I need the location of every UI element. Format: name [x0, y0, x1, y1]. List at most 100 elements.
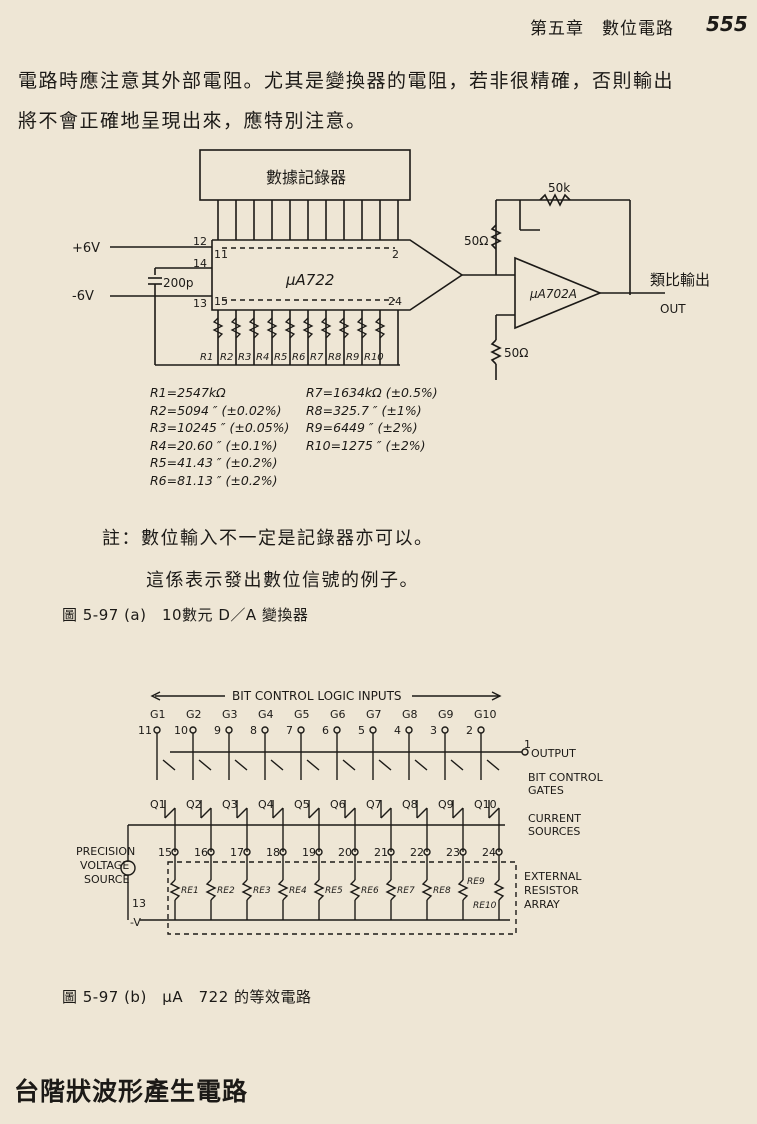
pin-14: 14: [193, 257, 207, 270]
precision-label: PRECISION: [76, 845, 135, 858]
precision-label: VOLTAGE: [80, 859, 129, 872]
gate-pin: 3: [430, 724, 437, 737]
transistor-label: Q9: [438, 798, 454, 811]
transistor-label: Q8: [402, 798, 418, 811]
body-text-line-1: 電路時應注意其外部電阻。尤其是變換器的電阻，若非很精確，否則輸出: [18, 70, 675, 92]
gate-label: G4: [258, 708, 274, 721]
source-pin: 18: [266, 846, 280, 859]
chip-label: μA722: [285, 271, 334, 289]
gate-pin: 4: [394, 724, 401, 737]
source-pin: 17: [230, 846, 244, 859]
external-label: EXTERNAL: [524, 870, 582, 883]
source-pin: 16: [194, 846, 208, 859]
gate-pin: 5: [358, 724, 365, 737]
chapter-header: 第五章 數位電路: [530, 19, 674, 39]
figure-b-caption: 圖 5-97 (b) μA 722 的等效電路: [62, 988, 312, 1006]
pin-12: 12: [193, 235, 207, 248]
r9-label: R9: [346, 352, 359, 363]
output-label: OUTPUT: [531, 747, 576, 760]
pin-24: 24: [388, 295, 402, 308]
re-label: RE5: [325, 886, 343, 896]
note-line-1: 註：數位輸入不一定是記錄器亦可以。: [102, 528, 434, 549]
resistor-value: R9=6449 ″ (±2%): [306, 420, 418, 435]
resistor-values-left: R1=2547kΩ R2=5094 ″ (±0.02%) R3=10245 ″ …: [150, 384, 289, 489]
transistor-label: Q1: [150, 798, 166, 811]
source-pin: 15: [158, 846, 172, 859]
transistor-label: Q10: [474, 798, 497, 811]
bit-control-label: BIT CONTROL LOGIC INPUTS: [232, 689, 402, 703]
re-label: RE9: [467, 877, 485, 887]
section-heading: 台階狀波形產生電路: [14, 1077, 249, 1106]
figure-a-caption: 圖 5-97 (a) 10數元 D／A 變換器: [62, 606, 309, 624]
supply-negative: -6V: [72, 289, 94, 304]
transistor-label: Q2: [186, 798, 202, 811]
pin-13: 13: [193, 297, 207, 310]
opamp-label: μA702A: [529, 287, 577, 301]
body-text-line-2: 將不會正確地呈現出來，應特別注意。: [18, 110, 367, 132]
re-label: RE3: [253, 886, 271, 896]
re-label: RE4: [289, 886, 307, 896]
gate-pin: 7: [286, 724, 293, 737]
r1-label: R1: [200, 352, 213, 363]
source-pin: 22: [410, 846, 424, 859]
current-label: CURRENT: [528, 812, 581, 825]
gate-pin: 6: [322, 724, 329, 737]
transistor-label: Q3: [222, 798, 238, 811]
gate-label: G8: [402, 708, 418, 721]
out-label: OUT: [660, 302, 686, 316]
re-label: RE1: [181, 886, 199, 896]
gate-label: G5: [294, 708, 310, 721]
source-pin: 19: [302, 846, 316, 859]
r10-label: R10: [364, 352, 384, 363]
gate-pin: 10: [174, 724, 188, 737]
ground-resistor-label: 50Ω: [504, 346, 528, 360]
input-resistor-label: 50Ω: [464, 234, 488, 248]
source-pin: 23: [446, 846, 460, 859]
resistor-value: R7=1634kΩ (±0.5%): [306, 385, 438, 400]
precision-label: SOURCE: [84, 873, 129, 886]
r8-label: R8: [328, 352, 341, 363]
capacitor-label: 200p: [163, 276, 194, 290]
gate-label: G2: [186, 708, 202, 721]
gate-pin: 11: [138, 724, 152, 737]
re-label: RE6: [361, 886, 379, 896]
gate-label: G6: [330, 708, 346, 721]
gate-pin: 2: [466, 724, 473, 737]
gate-label: G9: [438, 708, 454, 721]
gate-label: G7: [366, 708, 382, 721]
resistor-value: R10=1275 ″ (±2%): [306, 437, 426, 453]
source-pin: 21: [374, 846, 388, 859]
external-label: RESISTOR: [524, 884, 579, 897]
pin-2: 2: [392, 248, 399, 261]
resistor-value: R6=81.13 ″ (±0.2%): [150, 472, 278, 488]
gate-label: G10: [474, 708, 497, 721]
source-pin: 20: [338, 846, 352, 859]
neg-label: -V: [130, 916, 141, 929]
supply-positive: +6V: [72, 241, 100, 256]
figure-a-schematic: 數據記錄器 μA722 +6V -6V 200p 12 11 2 14 13 1…: [72, 149, 710, 380]
gates-label: BIT CONTROL: [528, 771, 604, 784]
transistor-label: Q4: [258, 798, 274, 811]
resistor-value: R2=5094 ″ (±0.02%): [150, 402, 282, 418]
re-label: RE8: [433, 886, 451, 896]
current-label: SOURCES: [528, 825, 580, 838]
pin-15: 15: [214, 295, 228, 308]
r7-label: R7: [310, 352, 324, 363]
r4-label: R4: [256, 352, 269, 363]
r6-label: R6: [292, 352, 305, 363]
re-label: RE2: [217, 886, 235, 896]
gate-pin: 8: [250, 724, 257, 737]
resistor-value: R4=20.60 ″ (±0.1%): [150, 437, 278, 453]
output-pin: 1: [524, 738, 531, 751]
pin-11: 11: [214, 248, 228, 261]
gate-label: G3: [222, 708, 238, 721]
resistor-value: R3=10245 ″ (±0.05%): [150, 420, 290, 435]
note-line-2: 這係表示發出數位信號的例子。: [146, 570, 419, 591]
transistor-label: Q5: [294, 798, 310, 811]
r2-label: R2: [220, 352, 233, 363]
external-label: ARRAY: [524, 898, 560, 911]
figure-b-schematic: BIT CONTROL LOGIC INPUTS G1 G2 G3 G4 G5 …: [76, 689, 604, 935]
analog-output-label: 類比輸出: [650, 271, 710, 289]
resistor-values-right: R7=1634kΩ (±0.5%) R8=325.7 ″ (±1%) R9=64…: [306, 384, 438, 454]
gates-label: GATES: [528, 784, 564, 797]
